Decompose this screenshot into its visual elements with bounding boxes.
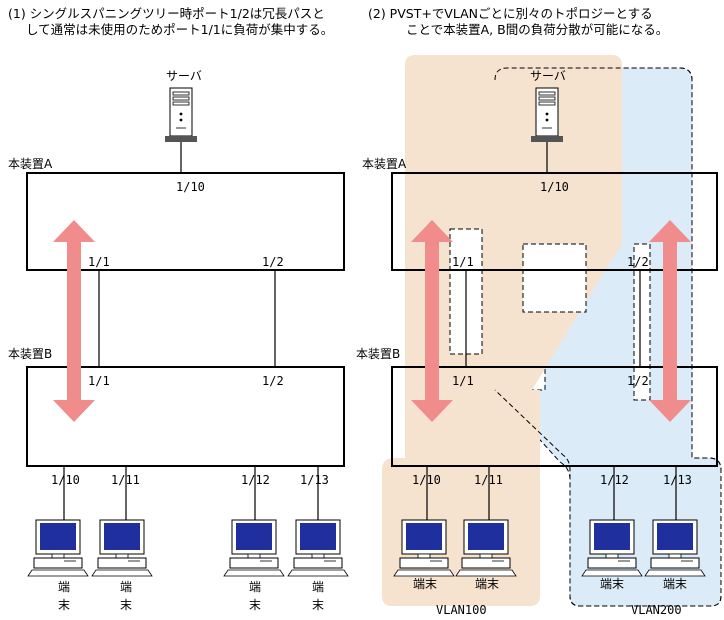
vlan200-label: VLAN200 bbox=[631, 603, 682, 617]
terminal-label: 端末 bbox=[413, 577, 437, 591]
port-label: 1/10 bbox=[540, 180, 569, 194]
terminal-icon bbox=[223, 519, 285, 577]
terminal-label: 端 bbox=[312, 580, 324, 594]
terminal-label: 端末 bbox=[600, 577, 624, 591]
terminal-label: 末 bbox=[312, 598, 324, 612]
device-a-box bbox=[26, 172, 345, 271]
terminal-icon bbox=[27, 519, 89, 577]
server-label: サーバ bbox=[530, 69, 566, 83]
left-caption-line2: して通常は未使用のためポート1/1に負荷が集中する。 bbox=[26, 22, 334, 37]
terminal-label: 端末 bbox=[475, 577, 499, 591]
terminal-icon bbox=[393, 519, 455, 577]
port-label: 1/10 bbox=[176, 180, 205, 194]
terminal-label: 端 bbox=[249, 580, 261, 594]
terminal-icon bbox=[287, 519, 349, 577]
port-label: 1/1 bbox=[452, 255, 474, 269]
left-diagram: サーバ 本装置A 1/10 1/1 1/2 本装置B 1/1 1/2 1/10 … bbox=[8, 69, 349, 612]
terminal-label: 端 bbox=[58, 580, 70, 594]
port-label: 1/13 bbox=[300, 473, 329, 487]
left-caption-line1: (1) シングルスパニングツリー時ポート1/2は冗長パスと bbox=[8, 6, 325, 21]
terminal-label: 末 bbox=[249, 598, 261, 612]
terminal-icon bbox=[91, 519, 153, 577]
terminal-label: 末 bbox=[120, 598, 132, 612]
device-b-box bbox=[391, 366, 718, 467]
terminal-label: 端末 bbox=[663, 577, 687, 591]
terminal-label: 末 bbox=[58, 598, 70, 612]
port-label: 1/1 bbox=[88, 255, 110, 269]
right-caption-line1: (2) PVST+でVLANごとに別々のトポロジーとする bbox=[368, 6, 653, 21]
terminal-icon bbox=[644, 519, 706, 577]
port-label: 1/2 bbox=[262, 255, 284, 269]
vlan100-label: VLAN100 bbox=[436, 603, 487, 617]
port-label: 1/13 bbox=[663, 473, 692, 487]
vlan100-region bbox=[382, 55, 622, 606]
device-a-box bbox=[391, 172, 718, 271]
port-label: 1/10 bbox=[51, 473, 80, 487]
right-diagram: サーバ 本装置A 1/10 1/1 1/2 本装置B 1/1 1/2 1/10 … bbox=[356, 55, 722, 617]
terminal-label: 端 bbox=[120, 580, 132, 594]
port-label: 1/2 bbox=[627, 255, 649, 269]
device-a-label: 本装置A bbox=[362, 157, 407, 171]
device-b-label: 本装置B bbox=[356, 347, 400, 361]
port-label: 1/1 bbox=[452, 374, 474, 388]
load-arrow-vlan100 bbox=[411, 220, 453, 422]
port-label: 1/2 bbox=[627, 374, 649, 388]
right-caption-line2: ことで本装置A, B間の負荷分散が可能になる。 bbox=[406, 22, 669, 37]
terminal-icon bbox=[455, 519, 517, 577]
server-icon bbox=[164, 87, 198, 143]
terminal-icon bbox=[581, 519, 643, 577]
device-a-label: 本装置A bbox=[8, 157, 53, 171]
server-label: サーバ bbox=[166, 69, 202, 83]
load-arrow-vlan200 bbox=[649, 220, 691, 422]
load-arrow bbox=[53, 220, 95, 422]
port-label: 1/1 bbox=[88, 374, 110, 388]
port-label: 1/2 bbox=[262, 374, 284, 388]
device-b-box bbox=[26, 366, 345, 467]
device-b-label: 本装置B bbox=[8, 347, 52, 361]
server-icon bbox=[530, 87, 564, 143]
